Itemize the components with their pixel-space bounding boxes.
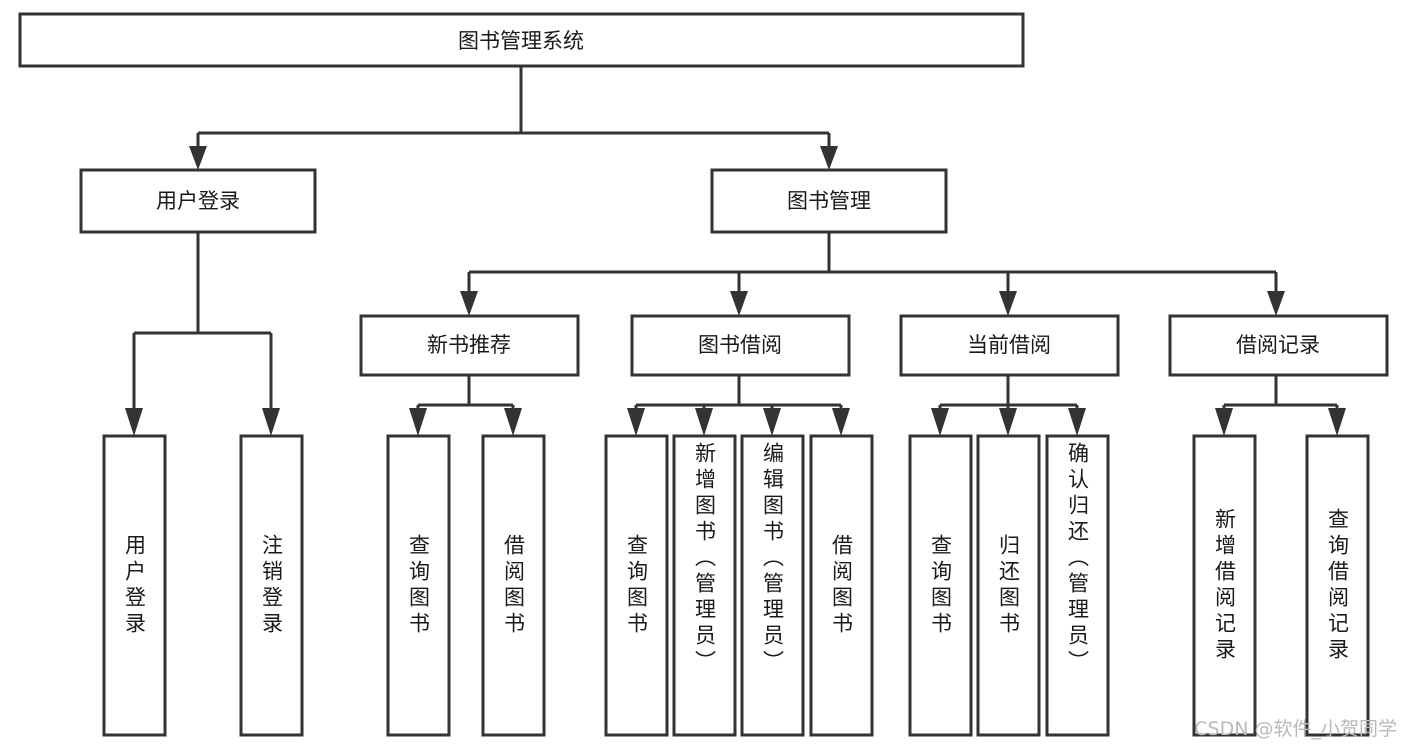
leaf-box-user-login-1[interactable] xyxy=(102,434,167,737)
leaf-boxes-new-book xyxy=(386,434,546,737)
leaf-box-book-borrow-2[interactable] xyxy=(672,434,737,737)
node-user-login-box[interactable] xyxy=(79,168,317,234)
node-current-borrow-box[interactable] xyxy=(899,314,1120,377)
node-new-book-recommend-label: 新书推荐 xyxy=(427,333,511,357)
node-root[interactable]: 图书管理系统 xyxy=(18,12,1025,68)
connector-group-book-manage xyxy=(460,232,1285,316)
connector-group-book-borrow xyxy=(627,375,850,436)
leaf-box-book-borrow-4[interactable] xyxy=(809,434,874,737)
arrow-newbook-leaf-1 xyxy=(409,408,427,436)
arrow-root-to-user xyxy=(189,146,207,170)
leaf-box-new-book-1[interactable] xyxy=(386,434,451,737)
connector-group-borrow-record xyxy=(1215,375,1346,436)
leaf-box-current-borrow-3[interactable] xyxy=(1045,434,1110,737)
leaf-box-book-borrow-3[interactable] xyxy=(740,434,805,737)
leaf-box-user-login-2[interactable] xyxy=(239,434,304,737)
arrow-user-leaf-2 xyxy=(262,408,280,436)
leaf-boxes-user-login xyxy=(102,434,304,737)
node-book-borrow-box[interactable] xyxy=(630,314,851,377)
leaf-box-borrow-record-2[interactable] xyxy=(1305,434,1370,737)
leaf-boxes-borrow-record xyxy=(1192,434,1370,737)
connector-group-root xyxy=(189,66,838,170)
arrow-current-leaf-2 xyxy=(999,408,1017,436)
node-borrow-record-box[interactable] xyxy=(1168,314,1389,377)
node-book-manage-label: 图书管理 xyxy=(787,189,871,213)
arrow-book-child-3 xyxy=(999,291,1017,316)
connector-group-new-book xyxy=(409,375,522,436)
node-user-login-label: 用户登录 xyxy=(156,189,240,213)
node-current-borrow-label: 当前借阅 xyxy=(967,333,1051,357)
node-new-book-recommend-box[interactable] xyxy=(359,314,580,377)
arrow-record-leaf-1 xyxy=(1215,408,1233,436)
arrow-user-leaf-1 xyxy=(125,408,143,436)
node-user-login[interactable]: 用户登录 xyxy=(79,168,317,234)
leaf-boxes-book-borrow xyxy=(604,434,874,737)
arrow-root-to-book xyxy=(820,146,838,170)
node-borrow-record-label: 借阅记录 xyxy=(1236,333,1320,357)
connector-group-current-borrow xyxy=(931,375,1086,436)
leaf-box-current-borrow-1[interactable] xyxy=(908,434,973,737)
node-borrow-record[interactable]: 借阅记录 xyxy=(1168,314,1389,377)
arrow-book-child-4 xyxy=(1267,291,1285,316)
arrow-borrow-leaf-2 xyxy=(695,408,713,436)
leaf-box-borrow-record-1[interactable] xyxy=(1192,434,1257,737)
arrow-book-child-1 xyxy=(460,291,478,316)
leaf-boxes-current-borrow xyxy=(908,434,1110,737)
node-book-manage-box[interactable] xyxy=(710,168,948,234)
arrow-record-leaf-2 xyxy=(1328,408,1346,436)
node-current-borrow[interactable]: 当前借阅 xyxy=(899,314,1120,377)
arrow-current-leaf-1 xyxy=(931,408,949,436)
arrow-newbook-leaf-2 xyxy=(504,408,522,436)
arrow-borrow-leaf-4 xyxy=(832,408,850,436)
node-new-book-recommend[interactable]: 新书推荐 xyxy=(359,314,580,377)
node-book-borrow[interactable]: 图书借阅 xyxy=(630,314,851,377)
node-book-manage[interactable]: 图书管理 xyxy=(710,168,948,234)
arrow-book-child-2 xyxy=(730,291,748,316)
node-book-borrow-label: 图书借阅 xyxy=(698,333,782,357)
connector-group-user-login xyxy=(125,232,280,436)
leaf-box-current-borrow-2[interactable] xyxy=(976,434,1041,737)
arrow-current-leaf-3 xyxy=(1068,408,1086,436)
arrow-borrow-leaf-3 xyxy=(763,408,781,436)
leaf-box-book-borrow-1[interactable] xyxy=(604,434,669,737)
arrow-borrow-leaf-1 xyxy=(627,408,645,436)
leaf-box-new-book-2[interactable] xyxy=(481,434,546,737)
node-root-label: 图书管理系统 xyxy=(458,29,584,53)
watermark-text: CSDN @软件_小贺同学 xyxy=(1194,718,1397,740)
node-root-box[interactable] xyxy=(18,12,1025,68)
